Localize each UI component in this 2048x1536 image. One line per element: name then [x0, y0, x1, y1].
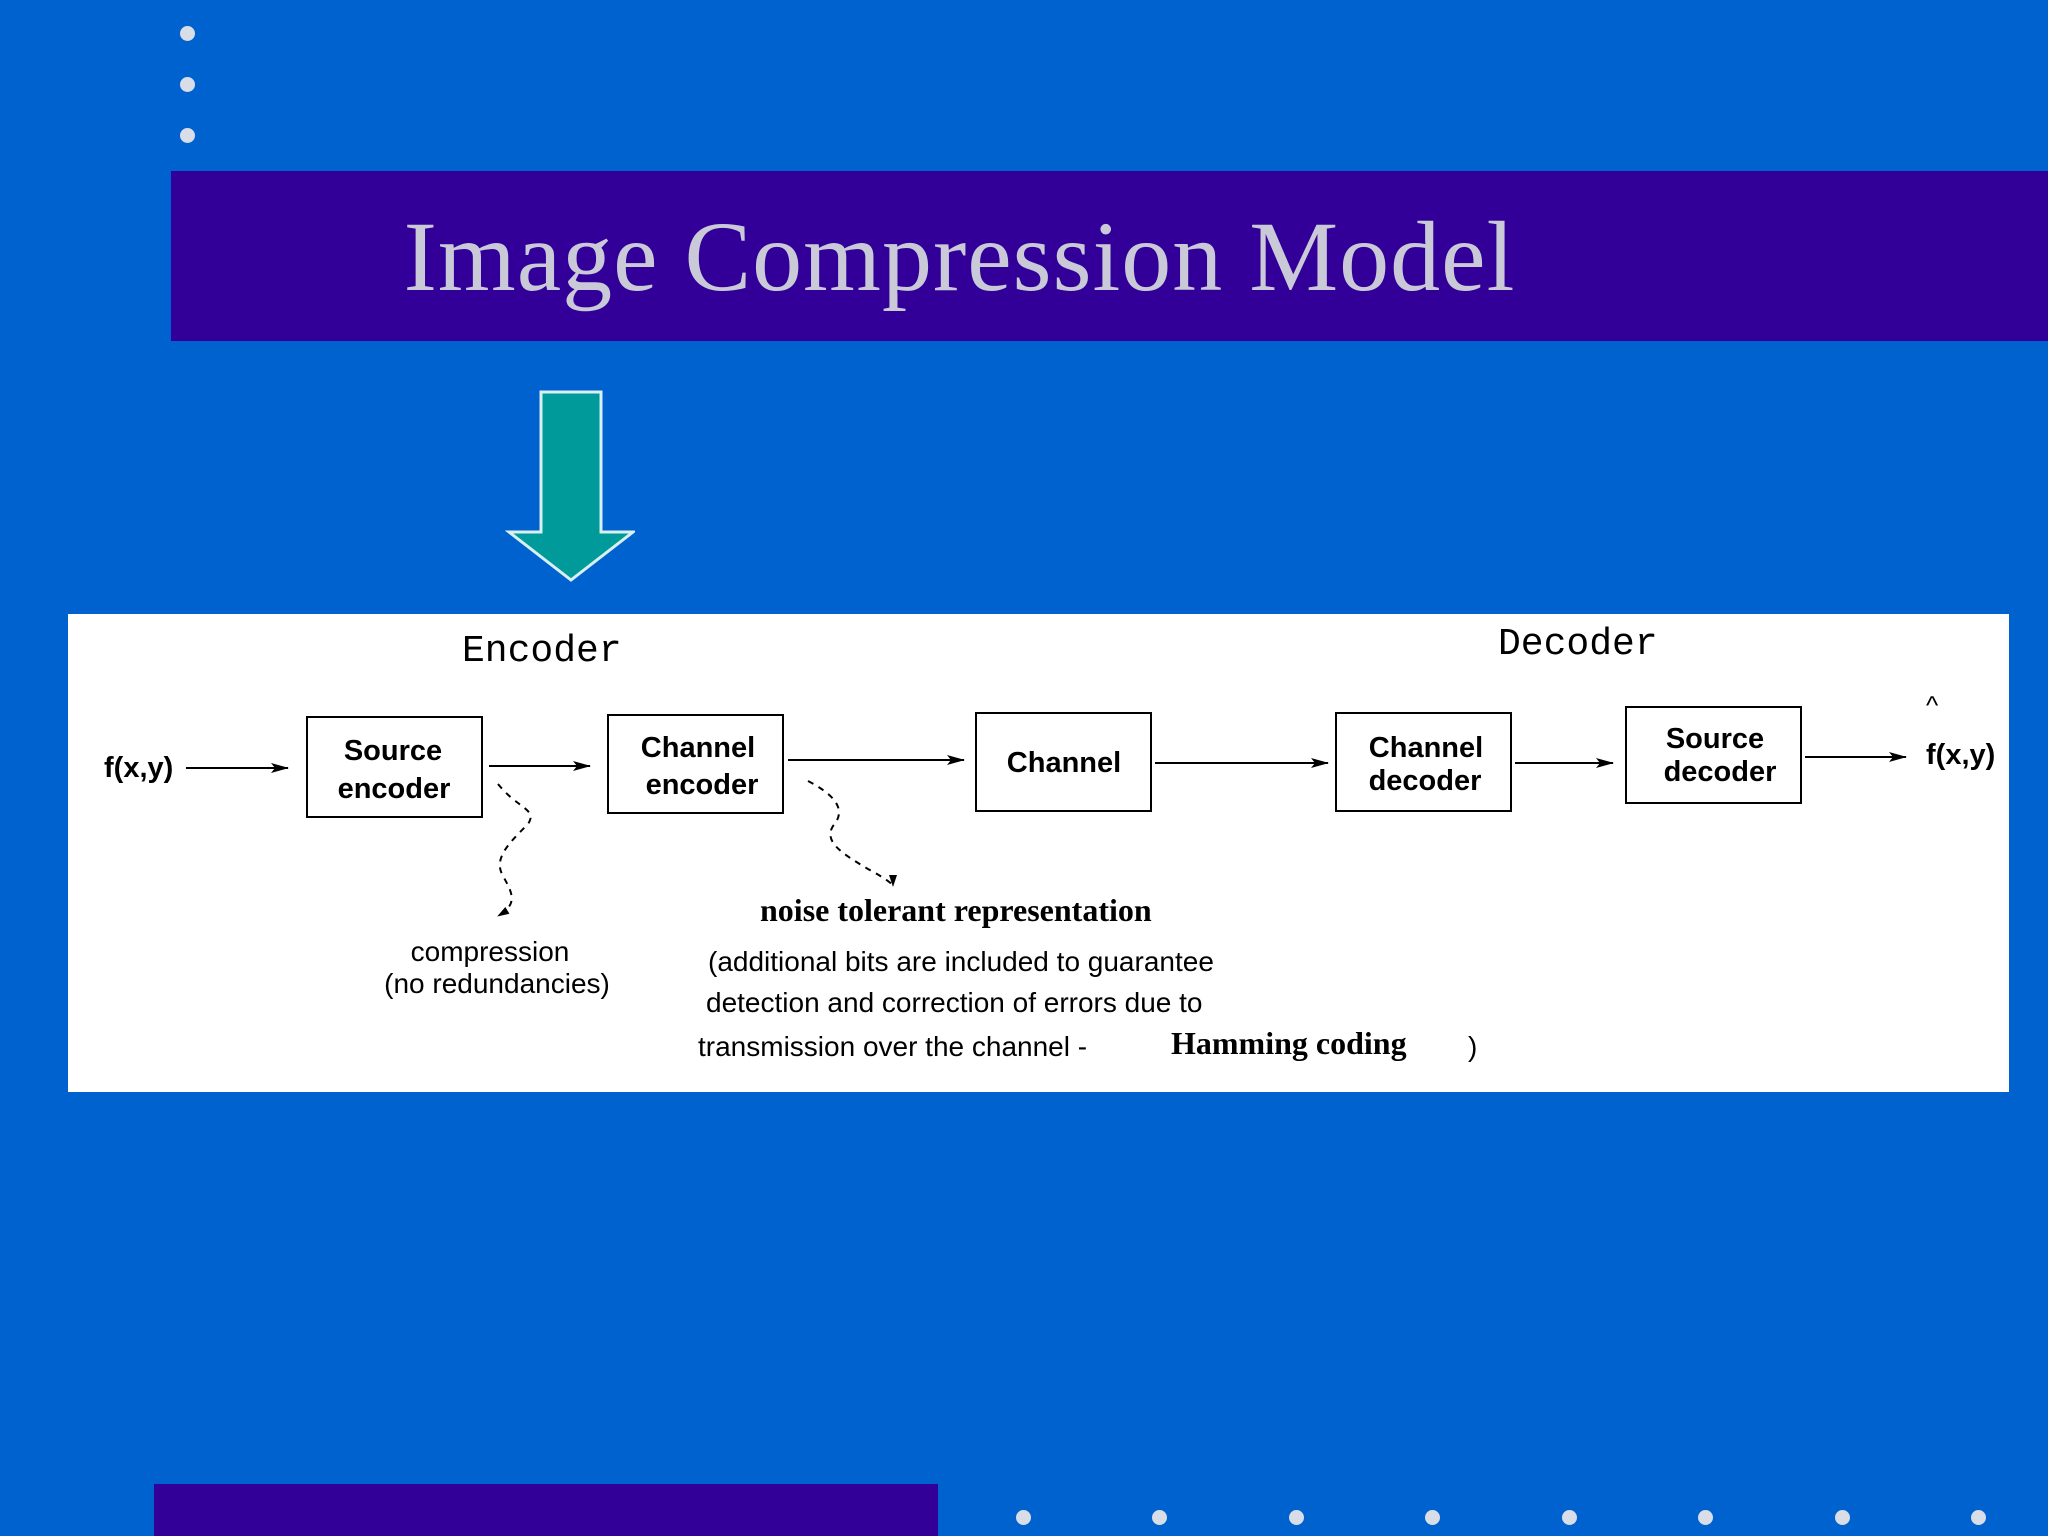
input-label: f(x,y)	[104, 752, 173, 784]
block-source-decoder: Source decoder	[1625, 706, 1802, 804]
noise-note-close: )	[1468, 1031, 1477, 1062]
block-label: Source	[344, 735, 442, 767]
block-label: decoder	[1664, 756, 1777, 788]
decor-dot	[180, 26, 195, 41]
block-channel-decoder: Channel decoder	[1335, 712, 1512, 812]
diagram-panel: Encoder Decoder f(x,y) Source encoder Ch…	[68, 614, 2009, 1092]
decor-dot	[1152, 1510, 1167, 1525]
noise-note-line3: transmission over the channel -	[698, 1031, 1087, 1062]
pointer-compression	[497, 783, 532, 917]
compression-note-line2: (no redundancies)	[384, 968, 610, 999]
decor-dot	[1835, 1510, 1850, 1525]
compression-note-line1: compression	[411, 936, 570, 967]
title-band: Image Compression Model	[171, 171, 2048, 341]
noise-note-line1: (additional bits are included to guarant…	[708, 946, 1214, 977]
decor-dot	[1698, 1510, 1713, 1525]
decor-dot	[1016, 1510, 1031, 1525]
block-label: encoder	[338, 773, 451, 805]
compression-diagram: Encoder Decoder f(x,y) Source encoder Ch…	[104, 623, 1995, 1062]
block-label: Source	[1666, 723, 1764, 755]
block-channel-encoder: Channel encoder	[607, 714, 784, 814]
slide-title: Image Compression Model	[403, 200, 1516, 312]
decor-dot	[1289, 1510, 1304, 1525]
noise-note-heading: noise tolerant representation	[760, 892, 1152, 928]
down-arrow-icon	[505, 390, 635, 582]
encoder-label: Encoder	[462, 630, 622, 673]
block-source-encoder: Source encoder	[306, 716, 483, 818]
pointer-noise-tolerant	[807, 780, 897, 887]
decor-dot	[1971, 1510, 1986, 1525]
block-label: encoder	[646, 769, 759, 801]
decor-dot	[180, 77, 195, 92]
block-channel: Channel	[975, 712, 1152, 812]
noise-note-emphasis: Hamming coding	[1171, 1025, 1407, 1061]
block-label: decoder	[1369, 765, 1482, 797]
block-label: Channel	[641, 732, 755, 764]
decor-dot	[180, 128, 195, 143]
footer-band	[154, 1484, 938, 1536]
noise-note-line2: detection and correction of errors due t…	[706, 987, 1203, 1018]
decor-dot	[1562, 1510, 1577, 1525]
output-hat: ^	[1926, 690, 1939, 720]
decor-dot	[1425, 1510, 1440, 1525]
decoder-label: Decoder	[1498, 623, 1658, 666]
block-label: Channel	[1007, 747, 1121, 779]
output-label: f(x,y)	[1926, 739, 1995, 771]
block-label: Channel	[1369, 732, 1483, 764]
